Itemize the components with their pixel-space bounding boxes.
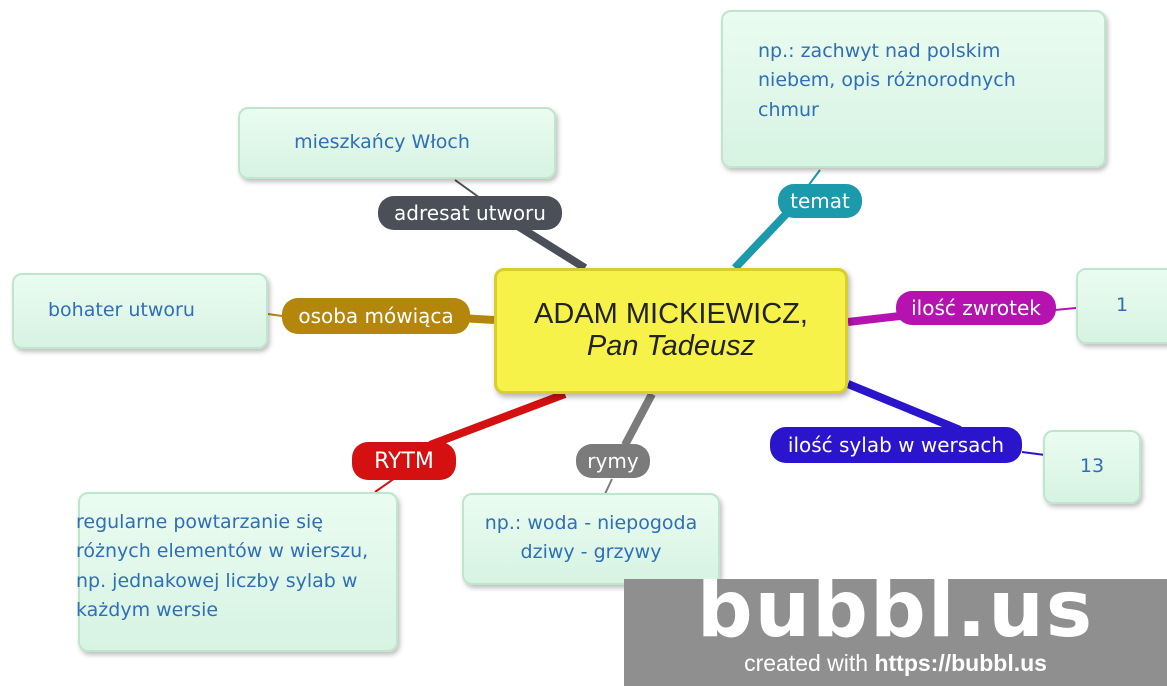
center-node[interactable]: ADAM MICKIEWICZ, Pan Tadeusz [494, 268, 848, 394]
note-temat-line: np.: zachwyt nad polskim [758, 40, 1001, 62]
branch-rytm[interactable]: RYTM [352, 442, 456, 480]
credit-prefix: created with [744, 650, 875, 676]
branch-temat-label: temat [790, 189, 850, 213]
note-temat-line: niebem, opis różnorodnych [758, 69, 1016, 92]
branch-osoba-label: osoba mówiąca [298, 304, 454, 328]
bubblus-credit: created with https://bubbl.us [624, 650, 1167, 677]
branch-rymy-label: rymy [587, 449, 639, 473]
note-bohater-text: bohater utworu [48, 299, 195, 322]
note-mieszkancy-text: mieszkańcy Włoch [294, 131, 470, 154]
note-bohater[interactable]: bohater utworu [12, 273, 268, 349]
bubblus-logo: bubbl.us [696, 579, 1095, 655]
note-rytm-line: np. jednakowej liczby sylab w [76, 569, 358, 592]
branch-sylab-label: ilość sylab w wersach [787, 433, 1005, 457]
note-rytm-line: różnych elementów w wierszu, [76, 540, 369, 563]
note-rytm[interactable]: regularne powtarzanie się różnych elemen… [76, 492, 398, 652]
note-mieszkancy[interactable]: mieszkańcy Włoch [238, 107, 556, 179]
branch-temat[interactable]: temat [778, 184, 862, 218]
note-zwrotek-text: 1 [1116, 294, 1129, 317]
branch-osoba[interactable]: osoba mówiąca [282, 298, 470, 334]
branch-adresat[interactable]: adresat utworu [378, 196, 562, 230]
credit-url[interactable]: https://bubbl.us [874, 650, 1047, 676]
branch-adresat-label: adresat utworu [394, 201, 546, 225]
note-sylab-text: 13 [1079, 455, 1105, 478]
bubblus-watermark[interactable]: bubbl.us created with https://bubbl.us [624, 579, 1167, 686]
note-rymy-line: dziwy - grzywy [520, 541, 662, 564]
note-rymy-line: np.: woda - niepogoda [484, 512, 698, 534]
note-zwrotek[interactable]: 1 [1076, 268, 1167, 344]
center-title: ADAM MICKIEWICZ, [534, 298, 808, 331]
note-temat[interactable]: np.: zachwyt nad polskim niebem, opis ró… [721, 10, 1106, 168]
branch-rytm-label: RYTM [374, 448, 434, 474]
note-rymy[interactable]: np.: woda - niepogoda dziwy - grzywy [462, 493, 720, 585]
branch-zwrotek[interactable]: ilość zwrotek [896, 291, 1056, 325]
note-rytm-line: regularne powtarzanie się [76, 511, 324, 533]
branch-sylab[interactable]: ilość sylab w wersach [770, 427, 1022, 463]
note-temat-line: chmur [758, 98, 819, 121]
branch-rymy[interactable]: rymy [576, 444, 650, 478]
branch-zwrotek-label: ilość zwrotek [911, 296, 1041, 320]
center-subtitle: Pan Tadeusz [586, 330, 756, 362]
note-sylab[interactable]: 13 [1043, 430, 1141, 504]
note-rytm-line: każdym wersie [76, 599, 219, 622]
